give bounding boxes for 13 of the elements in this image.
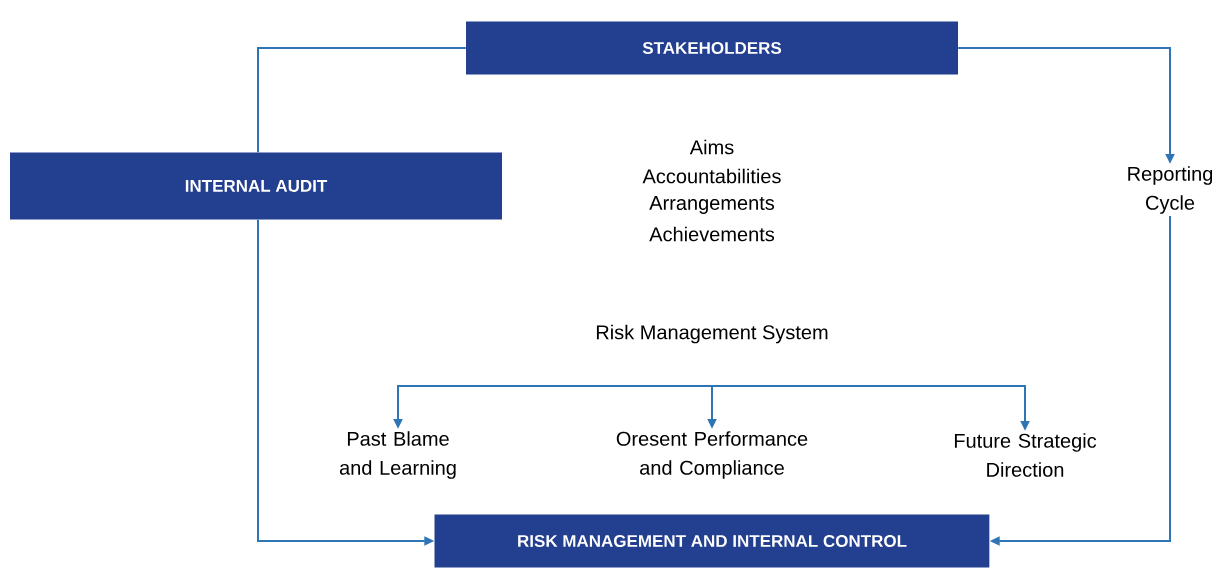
node-text: Past Blame and Learning: [339, 431, 456, 479]
label-text: Arrangements: [649, 196, 775, 214]
title-box: STAKEHOLDERS: [466, 21, 958, 75]
label-text: Risk Management System: [596, 324, 828, 344]
label-text: Aims: [689, 139, 734, 155]
label-text: Accountabilities: [642, 168, 781, 184]
node-text: Reporting Cycle: [1128, 166, 1213, 214]
node-text: Future Strategic Direction: [954, 433, 1097, 477]
bracket-line: [396, 385, 1027, 387]
node-text: Oresent Performance and Compliance: [616, 431, 808, 479]
title-box: RISK MANAGEMENT AND INTERNAL CONTROL: [434, 514, 990, 568]
title-box: INTERNAL AUDIT: [10, 152, 502, 220]
label-text: Achievements: [649, 226, 775, 242]
